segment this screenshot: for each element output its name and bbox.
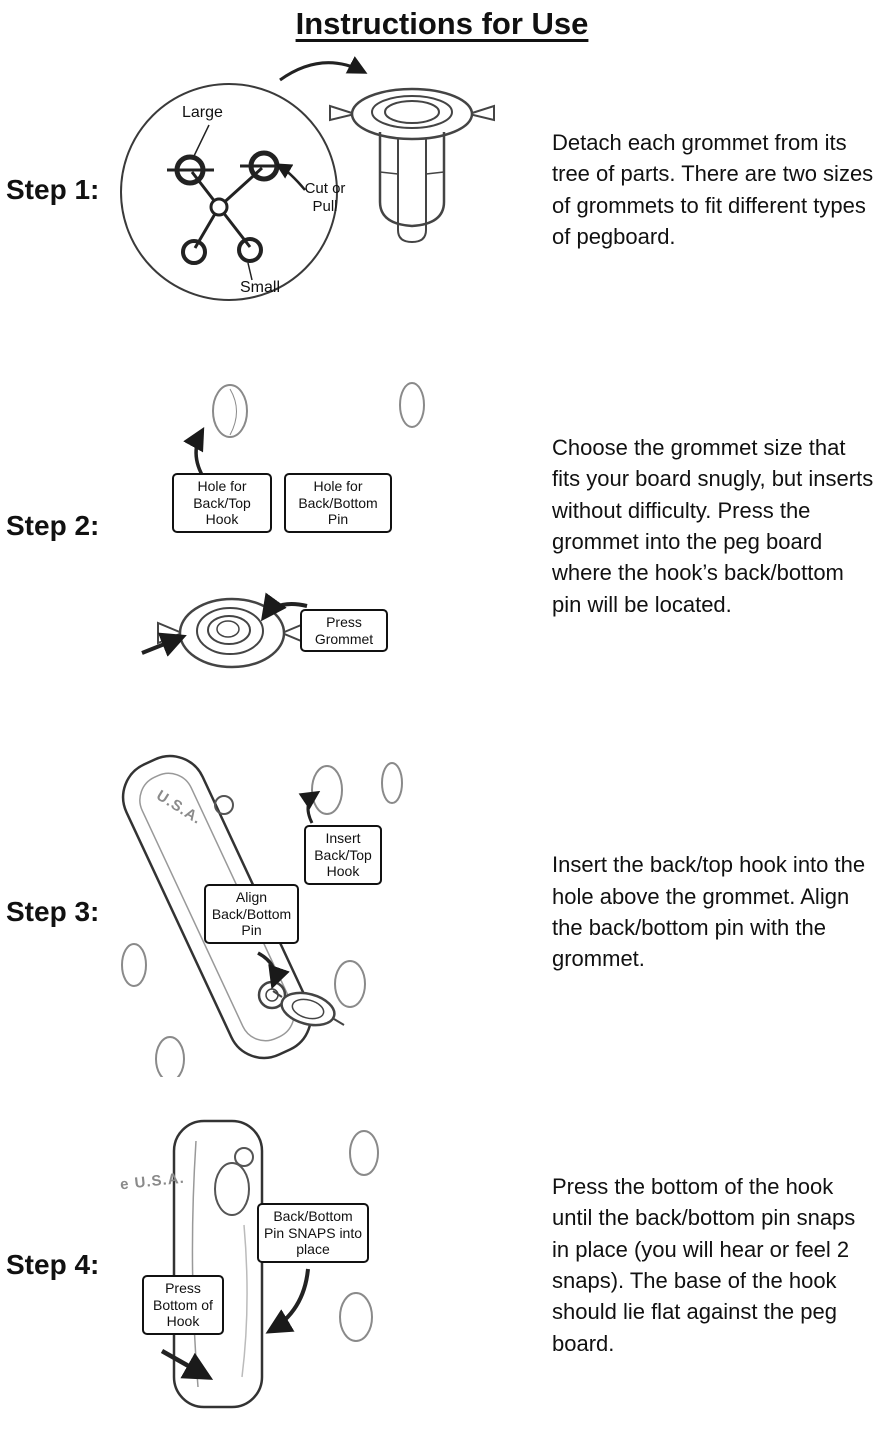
callout-small-label: Small — [240, 279, 281, 296]
pegboard-holes — [339, 1130, 379, 1342]
pegboard-holes — [212, 382, 425, 438]
step-3-row: Step 3: — [0, 747, 884, 1077]
pegboard-press-drawing — [141, 382, 425, 669]
grommet-part-drawing — [329, 87, 495, 244]
step-1-row: Step 1: — [0, 52, 884, 327]
magnifier-circle — [120, 83, 338, 301]
callout-press-grommet: Press Grommet — [300, 609, 388, 653]
step-3-label: Step 3: — [6, 896, 100, 927]
push-arrow-icon — [141, 632, 187, 657]
step-2-label: Step 2: — [6, 510, 100, 541]
step-2-illustration: Hole for Back/Top Hook Hole for Back/Bot… — [112, 361, 552, 691]
step-2-row: Step 2: Hole — [0, 361, 884, 691]
step-4-row: Step 4: e U.S.A. Back/Bottom Pin SNAPS — [0, 1115, 884, 1415]
step-1-illustration: Large Cut or Pull Small — [112, 52, 552, 327]
callout-hole-back-top-hook: Hole for Back/Top Hook — [172, 473, 272, 533]
step-2-description: Choose the grommet size that fits your b… — [552, 434, 874, 617]
callout-insert-back-top-hook: Insert Back/Top Hook — [304, 825, 382, 885]
page-title: Instructions for Use — [295, 6, 589, 41]
step-1-description: Detach each grommet from its tree of par… — [552, 129, 874, 249]
grommet-tree — [167, 124, 287, 281]
step-3-illustration: U.S.A. Insert Back/Top Hook Align Back/B… — [112, 747, 552, 1077]
hook-snap-drawing — [160, 1119, 379, 1409]
callout-cut-or-pull-label: Cut or Pull — [304, 180, 346, 215]
pegboard-holes — [121, 762, 403, 1077]
pegboard-hook-body — [172, 1119, 264, 1409]
cut-or-pull-arrow-icon — [275, 163, 306, 191]
callout-large-label: Large — [182, 104, 223, 121]
pin-and-grommet — [257, 980, 345, 1027]
step-4-description: Press the bottom of the hook until the b… — [552, 1173, 856, 1356]
callout-align-back-bottom-pin: Align Back/Bottom Pin — [204, 884, 299, 944]
callout-hole-back-bottom-pin: Hole for Back/Bottom Pin — [284, 473, 392, 533]
grommet-tree-drawing — [120, 56, 495, 301]
align-arrow-icon — [257, 951, 290, 990]
curved-arrow-icon — [279, 56, 368, 82]
step-4-label: Step 4: — [6, 1249, 100, 1280]
step-4-illustration: e U.S.A. Back/Bottom Pin SNAPS into plac… — [112, 1115, 552, 1415]
grommet-front-drawing — [157, 597, 307, 669]
press-arrow-icon — [260, 592, 308, 622]
callout-press-bottom-hook: Press Bottom of Hook — [142, 1275, 224, 1335]
step-1-label: Step 1: — [6, 173, 100, 205]
callout-pin-snaps: Back/Bottom Pin SNAPS into place — [257, 1203, 369, 1263]
insert-arrow-icon — [298, 790, 321, 824]
press-bottom-arrow-icon — [160, 1349, 214, 1380]
snap-arrow-icon — [265, 1268, 310, 1334]
step-3-description: Insert the back/top hook into the hole a… — [552, 852, 866, 972]
